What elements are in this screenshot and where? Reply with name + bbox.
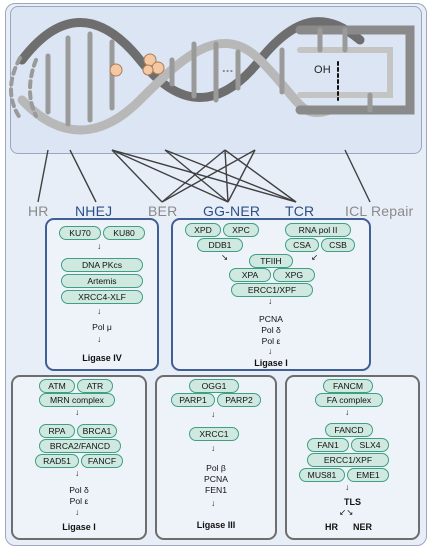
ber-panel: OGG1 PARP1 PARP2 ↓ XRCC1 ↓ Pol β PCNA FE… [155,375,277,540]
brca2-fancd-pill: BRCA2/FANCD [39,439,121,453]
ner-pol-epsilon-text: Pol ε [261,336,281,346]
icl-fork-arrows: ↙↘ [339,507,354,517]
csb-pill: CSB [321,238,355,252]
icl-panel: FANCM FA complex ↓ FANCD FAN1 SLX4 ERCC1… [285,375,420,540]
icl-ner-text: NER [353,522,373,532]
nhej-panel: KU70 KU80 ↓ DNA PKcs Artemis XRCC4-XLF ↓… [45,218,159,371]
label-hr: HR [28,203,49,219]
ner-pol-delta-text: Pol δ [261,325,281,335]
xrcc1-pill: XRCC1 [189,427,239,441]
ner-panel: XPD XPC DDB1 RNA pol II CSA CSB ↘ ↙ TFII… [171,218,371,371]
dna-oh-label: OH [314,64,331,76]
ner-arrow-left: ↘ [221,252,229,262]
dna-pkcs-pill: DNA PKcs [61,258,143,272]
rpa-pill: RPA [39,424,75,438]
nhej-arrow-1: ↓ [97,241,102,251]
ligase-iv-text: Ligase IV [82,353,122,363]
nhej-arrow-2: ↓ [97,306,102,316]
label-tcr: TCR [285,203,315,219]
label-ber: BER [148,203,178,219]
xpa-pill: XPA [229,268,271,282]
brca1-pill: BRCA1 [77,424,117,438]
ner-arrow-3: ↓ [268,346,273,356]
pol-mu-text: Pol μ [92,322,112,332]
hr-ligase-i-text: Ligase I [62,522,96,532]
nhej-arrow-3: ↓ [97,334,102,344]
ligase-iii-text: Ligase III [196,520,236,530]
hr-pol-epsilon-text: Pol ε [69,496,89,506]
ner-arrow-right: ↙ [311,252,319,262]
hr-arrow-1: ↓ [75,407,80,417]
fancd-pill: FANCD [325,423,373,437]
tfiih-pill: TFIIH [249,254,293,268]
parp1-pill: PARP1 [171,393,215,407]
mrn-complex-pill: MRN complex [39,393,115,407]
hr-arrow-3: ↓ [75,507,80,517]
icl-hr-text: HR [325,522,338,532]
rna-pol-ii-pill: RNA pol II [285,223,351,237]
hr-panel: ATM ATR MRN complex ↓ RPA BRCA1 BRCA2/FA… [11,375,147,540]
atm-pill: ATM [39,379,75,393]
ber-arrow-2: ↓ [211,443,216,453]
ber-arrow-1: ↓ [211,409,216,419]
ercc1-xpf-pill: ERCC1/XPF [231,283,313,297]
fen1-text: FEN1 [205,485,227,495]
artemis-pill: Artemis [61,274,143,288]
xpc-pill: XPC [223,223,259,237]
icl-arrow-2: ↓ [345,482,350,492]
label-gg-ner: GG-NER [203,203,261,219]
ner-ligase-i-text: Ligase I [254,358,288,368]
dna-dots-label: ... [222,60,234,75]
hr-arrow-2: ↓ [75,468,80,478]
xpg-pill: XPG [273,268,315,282]
parp2-pill: PARP2 [217,393,261,407]
ber-pcna-text: PCNA [204,474,228,484]
ddb1-pill: DDB1 [197,238,243,252]
pol-beta-text: Pol β [206,463,226,473]
fancm-pill: FANCM [323,379,373,393]
label-nhej: NHEJ [75,203,113,219]
xrcc4-xlf-pill: XRCC4-XLF [61,290,143,304]
ber-arrow-3: ↓ [211,498,216,508]
ner-arrow-2: ↓ [268,296,273,306]
fancf-pill: FANCF [81,454,123,468]
icl-arrow-1: ↓ [345,407,350,417]
hr-pol-delta-text: Pol δ [69,485,89,495]
ku80-pill: KU80 [103,226,145,240]
fan1-pill: FAN1 [307,438,349,452]
eme1-pill: EME1 [347,468,389,482]
slx4-pill: SLX4 [351,438,389,452]
ku70-pill: KU70 [59,226,101,240]
fa-complex-pill: FA complex [315,393,383,407]
ogg1-pill: OGG1 [189,379,239,393]
atr-pill: ATR [77,379,113,393]
csa-pill: CSA [285,238,319,252]
mus81-pill: MUS81 [299,468,345,482]
rad51-pill: RAD51 [35,454,79,468]
xpd-pill: XPD [185,223,221,237]
ner-pcna-text: PCNA [259,314,283,324]
tls-text: TLS [344,497,361,507]
icl-ercc1-xpf-pill: ERCC1/XPF [307,453,389,467]
label-icl-repair: ICL Repair [345,203,414,219]
